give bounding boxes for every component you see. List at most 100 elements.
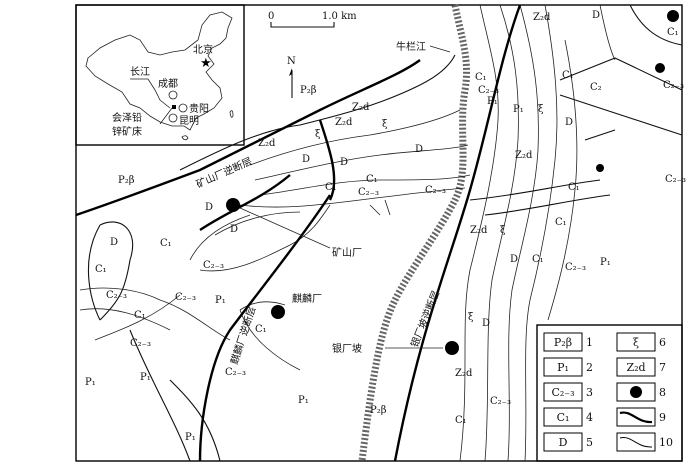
- unit-label: D: [230, 224, 238, 235]
- unit-label: P₁: [298, 395, 309, 406]
- chengdu-marker: [168, 90, 178, 100]
- deposit-label-kuangshanchang: 矿山厂: [332, 246, 362, 259]
- unit-label: C₁: [475, 72, 487, 83]
- deposit-location-marker: [172, 105, 176, 109]
- legend-number: 2: [586, 361, 593, 374]
- unit-label: D: [110, 237, 118, 248]
- deposit-dot: [596, 164, 604, 172]
- kuangshanchang-deposit-dot: [226, 198, 240, 212]
- unit-label: C₂₋₃: [358, 187, 379, 198]
- deposit-leader-line: [159, 107, 173, 125]
- legend-number: 9: [659, 411, 666, 424]
- legend-deposit-icon: [630, 386, 642, 398]
- legend-swatch: [543, 357, 583, 377]
- legend-number: 4: [586, 411, 593, 424]
- unit-label: Z₂d: [470, 225, 488, 236]
- geological-boundaries: [79, 4, 683, 462]
- boundary-line-icon: [619, 437, 653, 448]
- unit-label: C₂₋₃: [663, 80, 684, 91]
- north-arrow: N: [287, 56, 296, 98]
- china-outline: [85, 11, 233, 131]
- inset-frame: [75, 4, 245, 146]
- inset-deposit-label-2: 锌矿床: [112, 125, 142, 138]
- unit-label: P₁: [185, 432, 196, 443]
- unit-label: C₁: [95, 264, 107, 275]
- qilinchang-deposit-dot: [271, 305, 285, 319]
- inset-city-guiyang: 贵阳: [189, 102, 209, 115]
- unit-label: D: [565, 117, 573, 128]
- unit-label: C₁: [532, 254, 544, 265]
- unit-label: P₁: [513, 104, 524, 115]
- scale-end: 1.0 km: [322, 11, 357, 22]
- unit-label: C₂₋₃: [490, 396, 511, 407]
- unit-label: C₁: [160, 238, 172, 249]
- deposit-label-qilinchang: 麒麟厂: [292, 292, 322, 305]
- unit-label: C₂₋₃: [225, 367, 246, 378]
- unit-label: D: [415, 144, 423, 155]
- fault-label-yinchangpo: 银厂坡逆断层: [408, 289, 443, 350]
- unit-label: ξ: [500, 225, 506, 236]
- kunming-marker: [168, 113, 178, 123]
- legend-frame: [536, 324, 683, 462]
- unit-label: ξ: [315, 129, 321, 140]
- unit-label: ξ: [468, 312, 474, 323]
- unit-label: D: [205, 202, 213, 213]
- kuangshanchang-fault: [75, 59, 421, 217]
- legend-swatch: [616, 357, 656, 377]
- unit-label: Z₂d: [352, 102, 370, 113]
- scale-start: 0: [268, 11, 274, 22]
- unit-label: C₁: [366, 174, 378, 185]
- unit-label: C₁: [562, 70, 574, 81]
- legend-number: 6: [659, 336, 666, 349]
- unit-label: P₁: [600, 257, 611, 268]
- legend-swatch: [543, 407, 583, 427]
- unit-label: Z₂d: [515, 150, 533, 161]
- unit-label: Z₂d: [258, 138, 276, 149]
- river-label: 牛栏江: [396, 40, 426, 53]
- unit-label: C₁: [555, 217, 567, 228]
- unit-label: C₂₋₃: [106, 290, 127, 301]
- deposit-dot: [655, 63, 665, 73]
- legend-symbol: C₂₋₃: [551, 386, 574, 399]
- qilinchang-fault: [198, 194, 331, 462]
- legend-swatch: [543, 432, 583, 452]
- unit-label: C₁: [455, 415, 467, 426]
- unit-label: C₂₋₃: [565, 262, 586, 273]
- unit-label: P₁: [487, 96, 498, 107]
- inset-city-beijing: 北京: [193, 43, 213, 56]
- inset-river-label: 长江: [130, 66, 150, 78]
- legend-symbol: C₁: [557, 411, 570, 424]
- minor-fault: [199, 174, 291, 231]
- fault-line-icon: [619, 411, 653, 424]
- unit-label: C₁: [255, 324, 267, 335]
- yangtze-river: [130, 78, 171, 109]
- qilinchang-fault-north: [318, 119, 336, 201]
- unit-label: D: [482, 318, 490, 329]
- unit-label: D: [302, 154, 310, 165]
- inset-deposit-label-1: 会泽铅: [112, 111, 142, 124]
- legend-swatch: [616, 332, 656, 352]
- unit-label: P₁: [85, 377, 96, 388]
- inset-city-chengdu: 成都: [158, 78, 178, 90]
- deposits: 矿山厂 麒麟厂 银厂坡: [226, 10, 679, 355]
- unit-label: ξ: [538, 104, 544, 115]
- unit-label: C₁: [667, 27, 679, 38]
- legend-symbol: P₁: [557, 361, 569, 374]
- unit-label: Z₂d: [533, 12, 551, 23]
- unit-label: D: [592, 10, 600, 21]
- yinchangpo-deposit-dot: [445, 341, 459, 355]
- legend-symbol: D: [559, 436, 568, 449]
- unit-label: P₂β: [370, 405, 387, 416]
- yinchangpo-fault: [393, 4, 522, 462]
- map-frame: [75, 4, 683, 462]
- inset-city-kunming: 昆明: [179, 115, 199, 127]
- unit-label: ξ: [382, 119, 388, 130]
- fault-label-kuangshanchang: 矿山厂逆断层: [194, 154, 254, 190]
- kuangshanchang-leader: [239, 207, 331, 249]
- guiyang-marker: [178, 103, 188, 113]
- legend-number: 5: [586, 436, 593, 449]
- unit-label: C₁: [134, 310, 146, 321]
- unit-label: D: [340, 157, 348, 168]
